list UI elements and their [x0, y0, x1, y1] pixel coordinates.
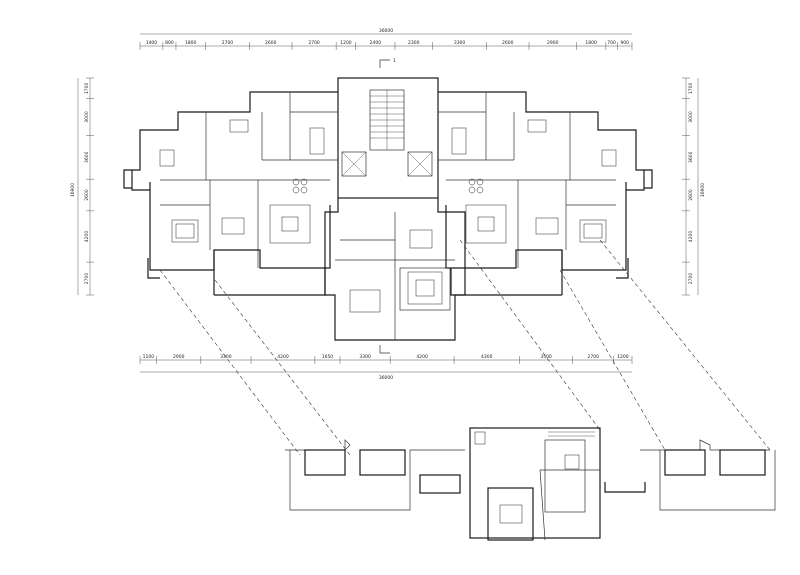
right-dimension-chain: 16900 1700 3000 3600 2600 4200 2700 — [682, 77, 706, 296]
dimension-label: 2700 — [688, 273, 694, 285]
dimension-label: 2600 — [265, 40, 277, 46]
section-marker-top: 1 — [379, 58, 396, 68]
dimension-label: 3600 — [84, 151, 90, 163]
dimension-label: 3300 — [220, 354, 232, 360]
left-dimension-chain: 16900 1700 3000 3600 2600 4200 2700 — [70, 77, 94, 296]
dimension-label: 1800 — [585, 40, 597, 46]
dimension-label: 2300 — [408, 40, 420, 46]
dimension-label: 2700 — [222, 40, 234, 46]
projection-lines — [159, 239, 771, 456]
dimension-label: 4200 — [84, 231, 90, 243]
partial-plan-left — [285, 439, 465, 511]
partial-plan-right — [604, 439, 776, 511]
bottom-total-dimension: 36000 — [379, 375, 393, 381]
dimension-label: 800 — [165, 40, 174, 46]
dimension-label: 1700 — [688, 82, 694, 94]
dimension-label: 3000 — [688, 111, 694, 123]
dimension-label: 1100 — [143, 354, 155, 360]
dimension-label: 1800 — [185, 40, 197, 46]
dimension-label: 2600 — [84, 189, 90, 201]
dimension-label: 1650 — [322, 354, 334, 360]
dimension-label: 3600 — [688, 151, 694, 163]
main-floor-plan — [123, 77, 653, 341]
partial-plan-center — [469, 427, 601, 541]
section-marker-label: 1 — [393, 58, 396, 64]
left-total-dimension: 16900 — [70, 183, 76, 197]
dimension-label: 2900 — [547, 40, 559, 46]
dimension-label: 2700 — [587, 354, 599, 360]
right-total-dimension: 16900 — [700, 183, 706, 197]
bottom-dimension-chain: 36000 1100 2900 3300 4200 1650 3300 4200 4300 35… — [139, 354, 633, 381]
dimension-label: 3300 — [359, 354, 371, 360]
dimension-label: 700 — [607, 40, 616, 46]
dimension-label: 2400 — [370, 40, 382, 46]
dimension-label: 3500 — [540, 354, 552, 360]
dimension-label: 2900 — [173, 354, 185, 360]
dimension-label: 3000 — [84, 111, 90, 123]
dimension-label: 2600 — [502, 40, 514, 46]
dimension-label: 1400 — [146, 40, 158, 46]
dimension-label: 1200 — [340, 40, 352, 46]
dimension-label: 3300 — [454, 40, 466, 46]
dimension-label: 1700 — [84, 82, 90, 94]
dimension-label: 2600 — [688, 189, 694, 201]
elevator-right — [407, 151, 433, 177]
dimension-label: 4200 — [688, 231, 694, 243]
section-marker-bottom — [379, 345, 390, 354]
dimension-label: 2700 — [84, 273, 90, 285]
dimension-label: 4300 — [481, 354, 493, 360]
dimension-label: 4200 — [277, 354, 289, 360]
elevator-left — [341, 151, 367, 177]
dimension-label: 900 — [620, 40, 629, 46]
top-total-dimension: 36000 — [379, 28, 393, 34]
top-dimension-chain: 36000 1400 800 1800 2700 2600 2700 1200 2400 230… — [139, 28, 633, 50]
dimension-label: 4200 — [416, 354, 428, 360]
dimension-label: 2700 — [308, 40, 320, 46]
dimension-label: 1200 — [617, 354, 629, 360]
